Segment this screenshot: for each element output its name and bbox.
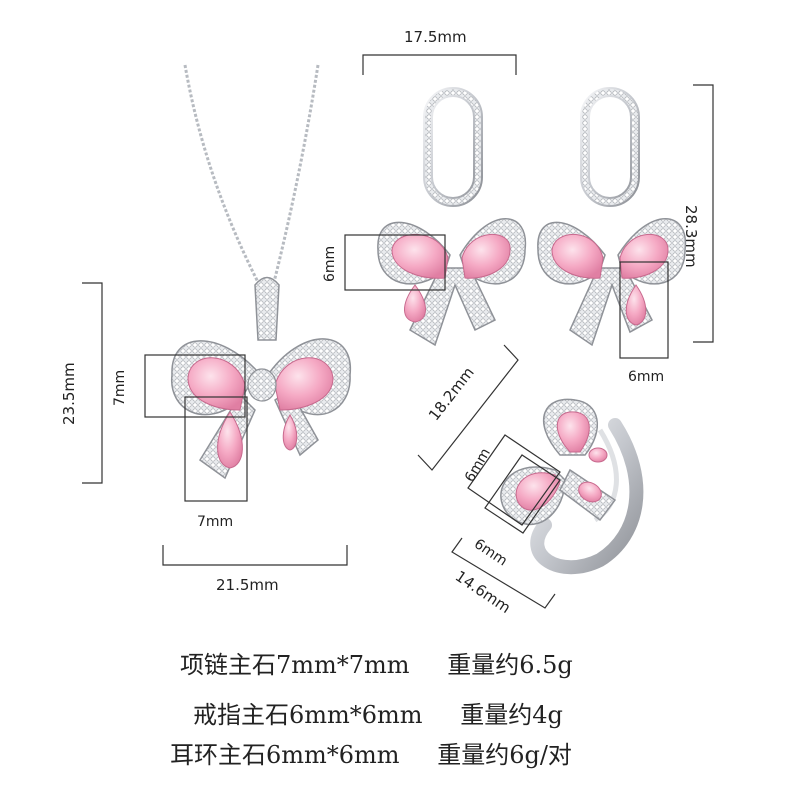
earring-left-heart-stone-right [461,234,511,279]
spec-row-ring: 戒指主石6mm*6mm 重量约4g [193,695,563,730]
earring-right-heart-stone-left [551,234,604,279]
necklace-stone-width-box [184,396,248,502]
necklace-width-bracket [162,545,348,566]
earring-stone-width-box [619,261,669,359]
ring-dimensions [417,344,561,609]
earring-stone-width-label: 6mm [628,369,665,385]
necklace-drop-stone-left [217,411,243,469]
spec-ring-stone: 戒指主石6mm*6mm [193,701,423,729]
spec-ring-weight: 重量约4g [460,701,563,729]
ring-side-stone [588,447,608,463]
necklace-stone-height-label: 7mm [112,369,128,406]
ring-width-bracket [451,537,556,609]
spec-necklace-stone: 项链主石7mm*7mm [180,651,410,679]
earring-left-heart-stone-left [391,234,449,279]
earring-left-hoop [423,87,483,207]
necklace-stone-height-box [144,354,246,418]
ring-heart-stone-top [556,411,590,453]
earring-left-drop-stone [404,284,426,323]
spec-necklace-weight: 重量约6.5g [447,651,573,679]
ring-stone-box [467,434,561,526]
earring-right-heart-stone-right [619,234,669,279]
earring-dimensions [344,54,714,359]
necklace-width-label: 21.5mm [216,576,279,594]
necklace-height-bracket [82,282,103,484]
earring-width-label: 17.5mm [404,28,467,46]
earring-stone-height-label: 6mm [322,245,338,282]
necklace-center-knot [247,368,277,402]
necklace [171,64,351,480]
ring-band [530,418,644,575]
necklace-dimensions [82,282,348,566]
spec-row-necklace: 项链主石7mm*7mm 重量约6.5g [180,645,573,680]
earring-height-bracket [693,84,714,343]
spec-row-earring: 耳环主石6mm*6mm 重量约6g/对 [170,735,572,770]
necklace-heart-stone-right [274,357,334,411]
ring-length-bracket [417,344,519,471]
ring-heart-stone-bottom [515,472,561,511]
earring-right-drop-stone [625,284,647,326]
ring-stone-box-2 [484,454,561,534]
ring [500,398,644,575]
earring-left [377,87,527,347]
ring-drop-stone [578,481,602,503]
necklace-chain [183,64,320,291]
earring-right [537,87,687,347]
necklace-height-label: 23.5mm [60,362,78,425]
necklace-bail [254,276,280,341]
earring-stone-height-box [344,234,446,291]
spec-earring-weight: 重量约6g/对 [437,741,572,769]
necklace-drop-stone-right [282,414,298,451]
earring-right-hoop [580,87,640,207]
earring-width-bracket [362,54,517,75]
necklace-stone-width-label: 7mm [197,514,234,530]
earring-height-label: 28.3mm [682,205,700,268]
spec-earring-stone: 耳环主石6mm*6mm [170,741,400,769]
